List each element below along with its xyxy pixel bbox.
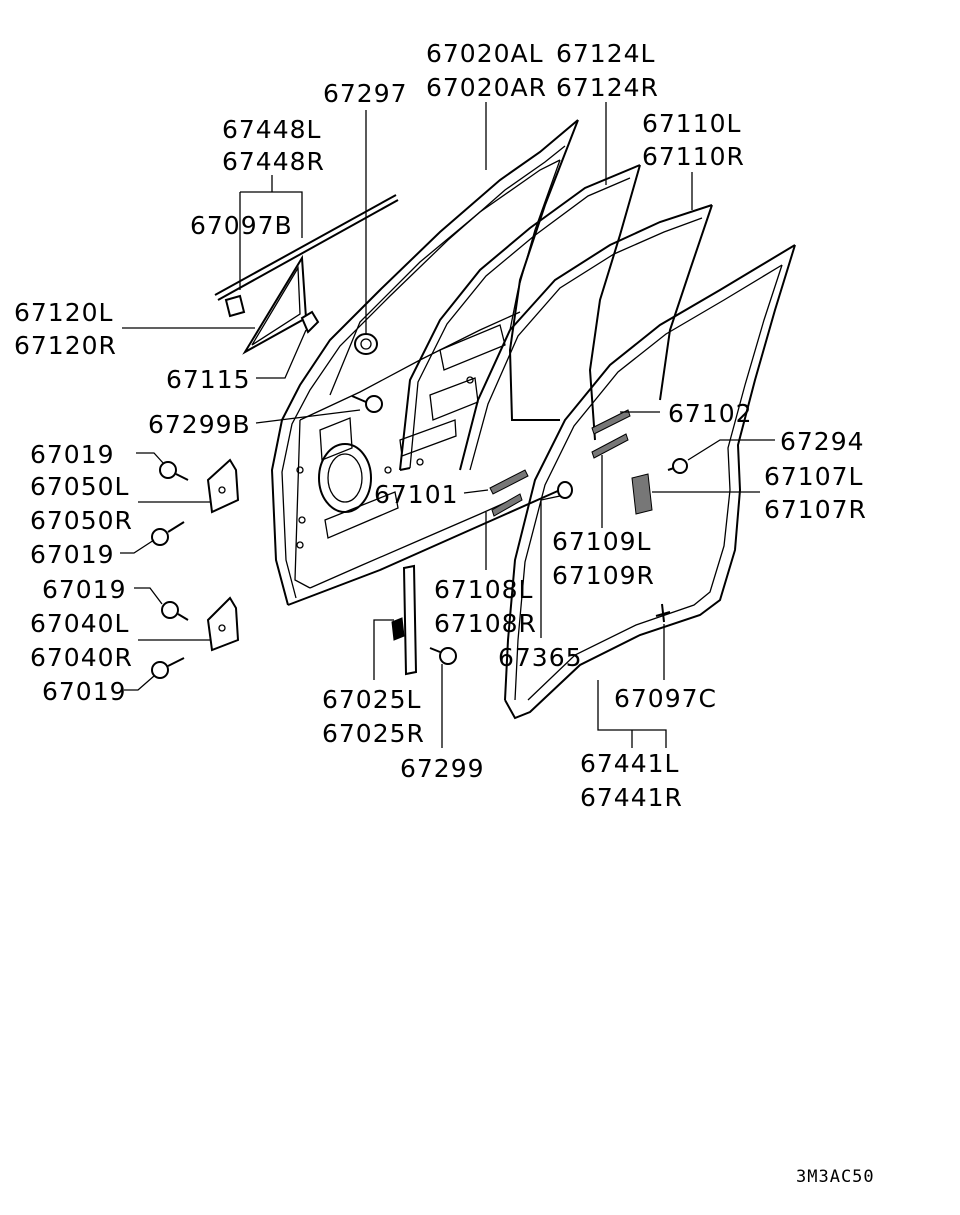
bolts-67019 [151,461,189,679]
label-67294: 67294 [780,427,865,456]
label-67025l: 67025L [322,685,421,714]
pads [489,409,631,517]
label-67297: 67297 [323,79,408,108]
leader-lines [120,102,775,748]
label-67019-c: 67019 [42,575,127,604]
hinge-67050 [206,458,240,514]
label-67097c: 67097C [614,684,717,713]
label-67448r: 67448R [222,147,325,176]
clip-67294 [667,458,688,474]
label-67020al: 67020AL [426,39,544,68]
clip-67097c [655,603,671,623]
weatherstrip-end-67107 [631,473,653,515]
label-67448l: 67448L [222,115,321,144]
label-67019-a: 67019 [30,440,115,469]
label-67108l: 67108L [434,575,533,604]
clip-67115 [300,310,320,334]
bolt-67299b [351,395,383,413]
label-67120l: 67120L [14,298,113,327]
label-67102: 67102 [668,399,753,428]
stopper-67365 [557,481,573,499]
partition-glass-drawing [242,254,308,355]
channel-67025 [391,564,418,676]
label-67040r: 67040R [30,643,133,672]
diagram-code: 3M3AC50 [796,1167,875,1187]
glass-run-drawing [459,204,713,471]
label-67107l: 67107L [764,462,863,491]
bolt-67299 [429,647,457,665]
label-67441r: 67441R [580,783,683,812]
label-67124l: 67124L [556,39,655,68]
label-67101: 67101 [374,480,459,509]
label-67107r: 67107R [764,495,867,524]
label-67050r: 67050R [30,506,133,535]
label-67109r: 67109R [552,561,655,590]
label-67040l: 67040L [30,609,129,638]
label-67441l: 67441L [580,749,679,778]
label-67299b: 67299B [148,410,251,439]
label-67025r: 67025R [322,719,425,748]
part-labels: 67020AL 67020AR 67124L 67124R 67297 6744… [14,39,875,1187]
label-67050l: 67050L [30,472,129,501]
label-67097b: 67097B [190,211,293,240]
label-67110r: 67110R [642,142,745,171]
clip-67097b [224,294,246,318]
grommet-67297 [354,333,378,355]
label-67365: 67365 [498,643,583,672]
label-67109l: 67109L [552,527,651,556]
label-67110l: 67110L [642,109,741,138]
label-67120r: 67120R [14,331,117,360]
label-67019-b: 67019 [30,540,115,569]
door-glass-drawing [399,164,641,471]
weatherstrip-drawing [504,244,796,720]
label-67299: 67299 [400,754,485,783]
hinge-67040 [206,596,240,652]
label-67019-d: 67019 [42,677,127,706]
label-67124r: 67124R [556,73,659,102]
label-67115: 67115 [166,365,251,394]
label-67108r: 67108R [434,609,537,638]
label-67020ar: 67020AR [426,73,547,102]
